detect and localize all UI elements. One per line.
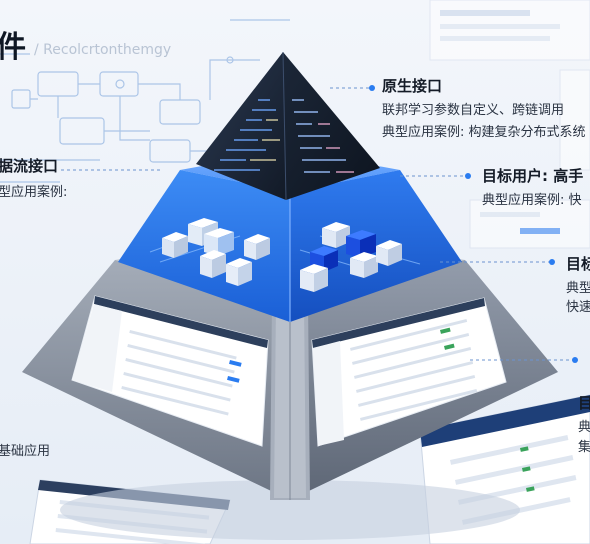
- label-target-heading-3: 目: [578, 394, 590, 412]
- label-target-line-3a: 典: [578, 420, 590, 435]
- label-native-interface-line1: 联邦学习参数自定义、跨链调用: [382, 103, 565, 118]
- label-target-heading-2: 目标: [566, 255, 590, 273]
- top-right-face: [283, 52, 380, 200]
- title-ghost-text: / Recolcrtonthemgy: [34, 42, 172, 58]
- label-target-user-heading: 目标用户: 高手: [482, 167, 584, 185]
- label-native-interface-heading: 原生接口: [382, 77, 443, 95]
- circuit-diagram-background: [0, 19, 290, 183]
- background-panels-right: [429, 0, 590, 249]
- connector-dots: [369, 85, 578, 363]
- pyramid-shadow: [60, 480, 520, 540]
- cube-cluster-right: [300, 222, 402, 292]
- base-left-dashboard: [71, 295, 269, 447]
- label-target-line-3b: 集: [578, 440, 590, 455]
- label-native-interface-line2: 典型应用案例: 构建复杂分布式系统: [382, 125, 586, 140]
- label-target-line-2a: 典型: [566, 281, 590, 296]
- title-fragment: 件: [0, 30, 26, 65]
- label-target-line-2b: 快速: [566, 300, 590, 315]
- watermark: 奶糖策略: [520, 520, 569, 534]
- cube-cluster-left: [162, 218, 270, 286]
- label-data-stream-heading: 据流接口: [0, 157, 59, 175]
- base-right-dashboard: [311, 297, 507, 447]
- label-target-user-line1: 典型应用案例: 快: [482, 193, 582, 208]
- label-data-stream-line1: 型应用案例:: [0, 185, 68, 200]
- label-basic-apps: 基础应用: [0, 444, 51, 459]
- pyramid-top-tier: [196, 51, 380, 201]
- connector-lines: [60, 87, 575, 361]
- top-left-face: [196, 52, 286, 200]
